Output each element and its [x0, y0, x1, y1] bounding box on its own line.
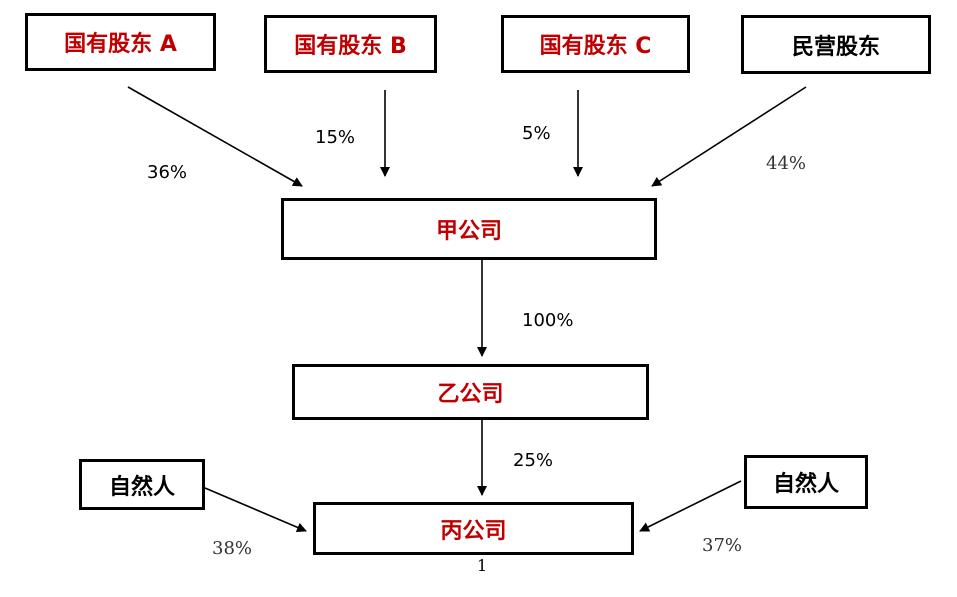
natural-person-left-box: 自然人	[79, 459, 205, 510]
state-shareholder-c-label: 国有股东 C	[539, 34, 652, 59]
pct-state-c-to-jia: 5%	[522, 123, 551, 144]
arrow-right-person-to-bing	[639, 480, 742, 532]
state-shareholder-c-box: 国有股东 C	[501, 15, 690, 73]
state-shareholder-b-box: 国有股东 B	[264, 15, 437, 73]
company-yi-box: 乙公司	[292, 364, 649, 420]
pct-right-person-to-bing: 37%	[702, 535, 743, 556]
pct-state-b-to-jia: 15%	[315, 127, 356, 148]
pct-state-a-to-jia: 36%	[147, 162, 188, 183]
company-bing-box: 丙公司	[313, 502, 634, 555]
pct-yi-to-bing: 25%	[513, 450, 554, 471]
private-shareholder-label: 民营股东	[791, 34, 880, 60]
page-number: 1	[477, 556, 488, 575]
natural-person-left-label: 自然人	[108, 474, 175, 500]
natural-person-right-label: 自然人	[772, 472, 839, 497]
pct-private-to-jia: 44%	[766, 153, 807, 174]
state-shareholder-a-box: 国有股东 A	[25, 13, 216, 71]
pct-left-person-to-bing: 38%	[212, 538, 253, 559]
company-jia-label: 甲公司	[435, 219, 502, 244]
private-shareholder-box: 民营股东	[741, 15, 931, 74]
arrow-left-person-to-bing	[204, 487, 307, 533]
arrow-private-to-jia	[651, 86, 807, 187]
state-shareholder-a-label: 国有股东 A	[64, 32, 177, 57]
pct-jia-to-yi: 100%	[522, 310, 574, 331]
arrow-state-a-to-jia	[127, 86, 303, 187]
natural-person-right-box: 自然人	[744, 455, 868, 509]
state-shareholder-b-label: 国有股东 B	[294, 34, 407, 59]
company-yi-label: 乙公司	[437, 382, 504, 407]
company-jia-box: 甲公司	[281, 198, 657, 260]
company-bing-label: 丙公司	[440, 518, 507, 544]
